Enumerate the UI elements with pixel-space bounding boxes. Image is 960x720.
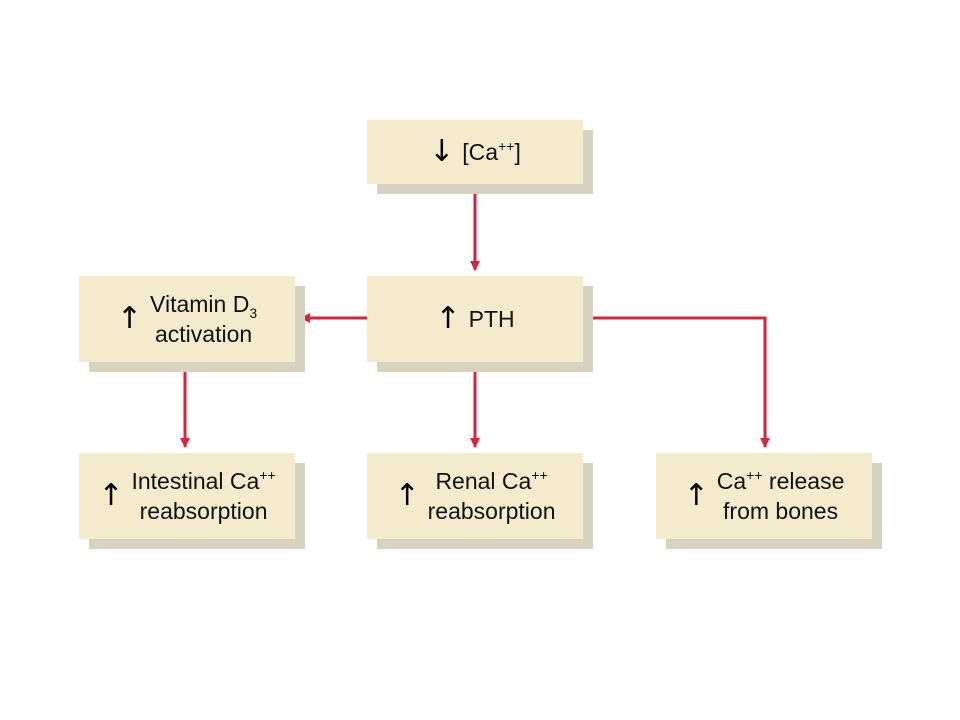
renal-reabsorption-box: ↑ Renal Ca++ reabsorption [367,453,583,539]
bone-release-label: Ca++ release from bones [716,467,845,524]
up-arrow-icon: ↑ [394,478,420,513]
intestinal-reabsorption-box: ↑ Intestinal Ca++ reabsorption [79,453,295,539]
up-arrow-icon: ↑ [435,301,461,336]
connector-pth-to-bones [583,316,770,448]
intestinal-label: Intestinal Ca++ reabsorption [131,467,276,524]
up-arrow-icon: ↑ [683,478,709,513]
vitamin-d-box: ↑ Vitamin D3 activation [79,276,295,362]
calcium-label: [Ca++] [462,138,521,165]
vitamin-d-label: Vitamin D3 activation [150,291,258,347]
down-arrow-icon: ↓ [429,134,455,169]
up-arrow-icon: ↑ [98,478,124,513]
up-arrow-icon: ↑ [116,301,143,336]
pth-label: PTH [468,306,515,332]
pth-box: ↑ PTH [367,276,583,362]
renal-label: Renal Ca++ reabsorption [427,467,556,524]
calcium-decrease-box: ↓ [Ca++] [367,120,583,184]
bone-release-box: ↑ Ca++ release from bones [656,453,872,539]
